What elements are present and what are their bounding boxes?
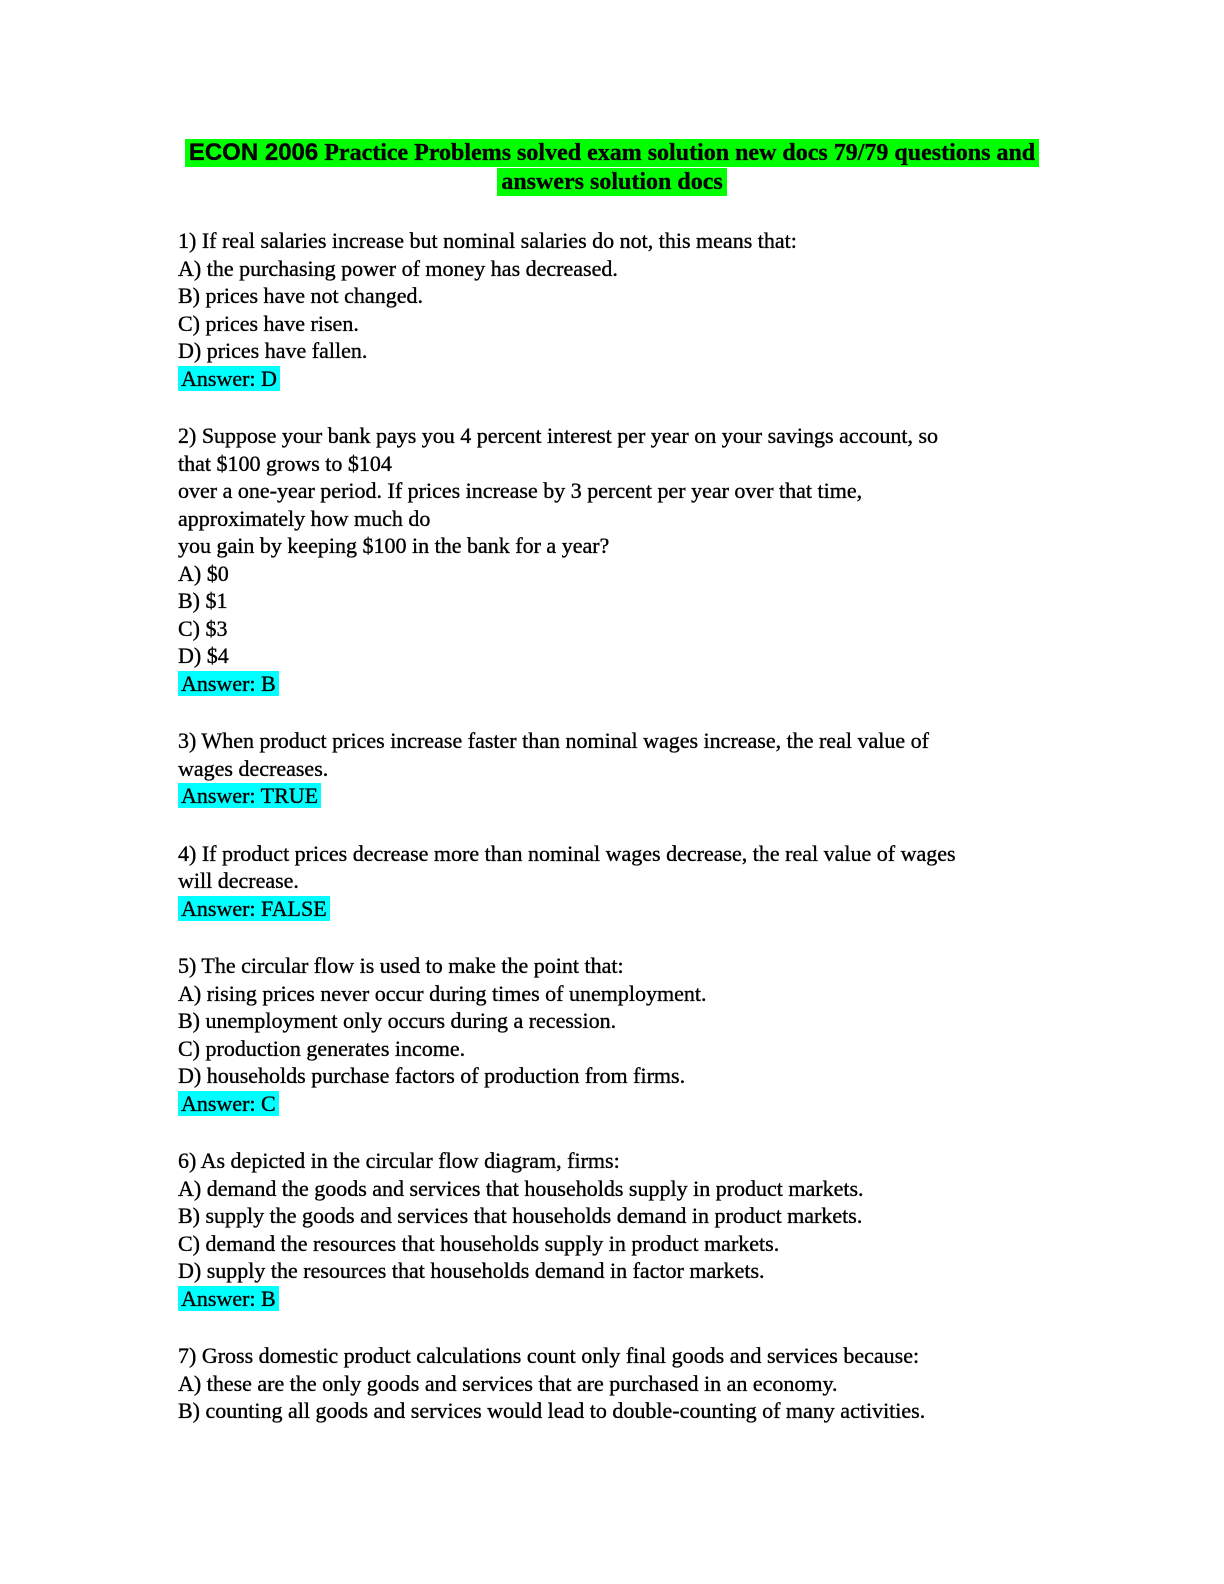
question-line: A) these are the only goods and services… bbox=[178, 1370, 838, 1396]
question-line: over a one-year period. If prices increa… bbox=[178, 478, 863, 503]
question-line: A) demand the goods and services that ho… bbox=[178, 1175, 864, 1201]
course-code: ECON 2006 bbox=[188, 139, 319, 166]
title-text: Practice Problems solved exam solution n… bbox=[318, 140, 1036, 166]
answer-highlight: Answer: TRUE bbox=[178, 783, 322, 808]
answer-line: Answer: B bbox=[178, 670, 1108, 698]
question-line: 4) If product prices decrease more than … bbox=[178, 840, 956, 866]
question-line: A) the purchasing power of money has dec… bbox=[178, 255, 618, 281]
question-block-7: 7) Gross domestic product calculations c… bbox=[178, 1342, 1108, 1425]
question-block-1: 1) If real salaries increase but nominal… bbox=[178, 227, 1108, 392]
answer-highlight: Answer: B bbox=[178, 1285, 279, 1311]
answer-highlight: Answer: D bbox=[178, 365, 280, 391]
questions-container: 1) If real salaries increase but nominal… bbox=[178, 227, 1108, 1425]
question-line: D) prices have fallen. bbox=[178, 338, 368, 363]
question-line: D) supply the resources that households … bbox=[178, 1258, 765, 1283]
question-line: 3) When product prices increase faster t… bbox=[178, 728, 929, 753]
answer-highlight: Answer: FALSE bbox=[178, 895, 330, 921]
page-title: ECON 2006 Practice Problems solved exam … bbox=[0, 0, 1224, 197]
answer-line: Answer: TRUE bbox=[178, 782, 1108, 810]
question-line: C) $3 bbox=[178, 615, 228, 641]
answer-line: Answer: C bbox=[178, 1090, 1108, 1118]
title-highlight: ECON 2006 Practice Problems solved exam … bbox=[184, 139, 1040, 167]
title-highlight: answers solution docs bbox=[497, 168, 727, 196]
question-block-3: 3) When product prices increase faster t… bbox=[178, 727, 1108, 810]
question-line: A) rising prices never occur during time… bbox=[178, 980, 707, 1006]
answer-highlight: Answer: B bbox=[178, 670, 279, 696]
question-line: A) $0 bbox=[178, 560, 229, 586]
question-line: 7) Gross domestic product calculations c… bbox=[178, 1343, 920, 1368]
question-line: D) $4 bbox=[178, 643, 229, 668]
question-line: B) supply the goods and services that ho… bbox=[178, 1203, 863, 1228]
question-line: 2) Suppose your bank pays you 4 percent … bbox=[178, 423, 939, 448]
question-line: C) prices have risen. bbox=[178, 310, 359, 336]
question-line: C) production generates income. bbox=[178, 1035, 466, 1061]
question-line: C) demand the resources that households … bbox=[178, 1230, 780, 1256]
title-line-2: answers solution docs bbox=[0, 168, 1224, 197]
question-line: will decrease. bbox=[178, 868, 299, 893]
question-line: you gain by keeping $100 in the bank for… bbox=[178, 533, 610, 558]
question-line: B) counting all goods and services would… bbox=[178, 1398, 926, 1423]
question-line: that $100 grows to $104 bbox=[178, 450, 392, 476]
question-line: 1) If real salaries increase but nominal… bbox=[178, 228, 797, 253]
question-block-4: 4) If product prices decrease more than … bbox=[178, 840, 1108, 923]
question-block-5: 5) The circular flow is used to make the… bbox=[178, 952, 1108, 1117]
answer-line: Answer: B bbox=[178, 1285, 1108, 1313]
question-line: 6) As depicted in the circular flow diag… bbox=[178, 1148, 620, 1173]
question-line: B) unemployment only occurs during a rec… bbox=[178, 1008, 617, 1033]
question-line: D) households purchase factors of produc… bbox=[178, 1063, 686, 1088]
question-block-6: 6) As depicted in the circular flow diag… bbox=[178, 1147, 1108, 1312]
question-line: 5) The circular flow is used to make the… bbox=[178, 953, 624, 978]
question-line: approximately how much do bbox=[178, 505, 431, 531]
title-line-1: ECON 2006 Practice Problems solved exam … bbox=[0, 138, 1224, 168]
answer-highlight: Answer: C bbox=[178, 1090, 279, 1116]
question-line: wages decreases. bbox=[178, 755, 329, 781]
answer-line: Answer: FALSE bbox=[178, 895, 1108, 923]
question-line: B) $1 bbox=[178, 588, 228, 613]
answer-line: Answer: D bbox=[178, 365, 1108, 393]
question-block-2: 2) Suppose your bank pays you 4 percent … bbox=[178, 422, 1108, 697]
question-line: B) prices have not changed. bbox=[178, 283, 423, 308]
